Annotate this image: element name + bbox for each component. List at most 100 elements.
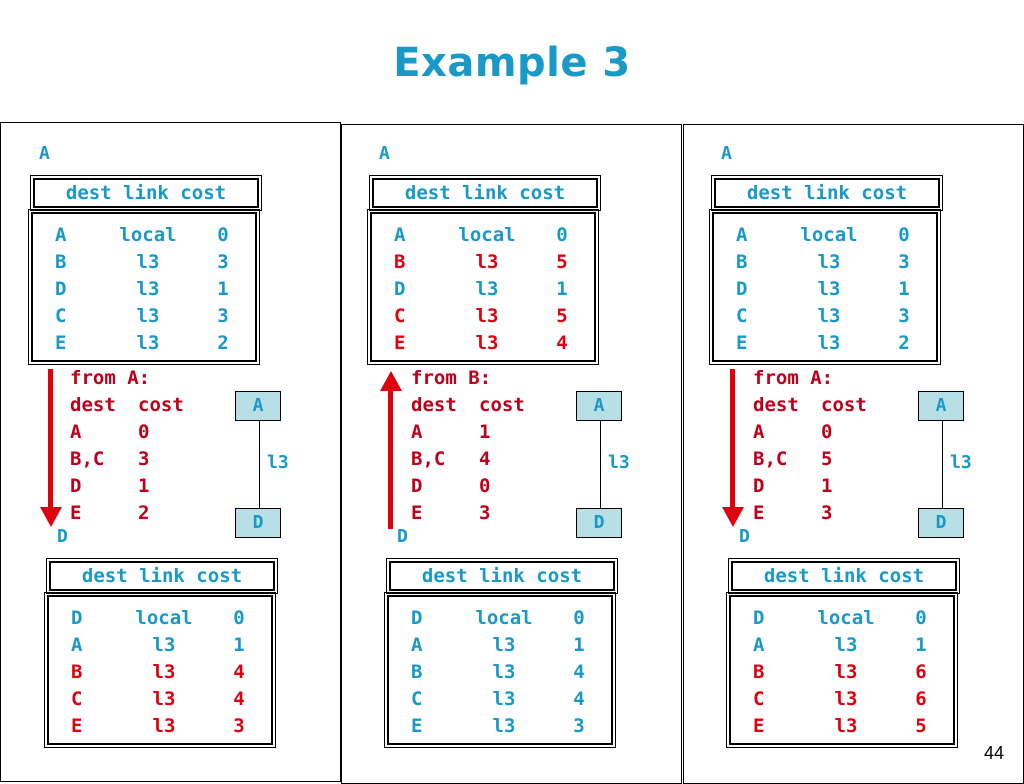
dest-cell: E [753,715,765,737]
dest-cell: B [55,251,67,273]
diagram-link-line [600,421,601,508]
link-cell: local [800,224,858,246]
cost-cell: 4 [233,661,245,683]
message-dest: B,C [411,448,446,470]
message-dest: B,C [70,448,105,470]
up-arrow-icon [380,371,402,529]
cost-cell: 3 [233,715,245,737]
message-header-dest: dest [70,394,116,416]
link-cell: l3 [152,661,176,683]
link-cell: l3 [136,251,160,273]
diagram-node-top: A [235,391,281,421]
link-cell: l3 [492,634,516,656]
dest-cell: B [71,661,83,683]
cost-cell: 4 [573,661,585,683]
link-cell: l3 [475,332,499,354]
top-table-header: dest link cost [369,175,601,211]
message-dest: D [753,475,765,497]
link-cell: local [119,224,177,246]
dest-cell: C [394,305,406,327]
message-dest: A [70,421,82,443]
dest-cell: D [411,607,423,629]
cost-cell: 1 [556,278,568,300]
cost-cell: 0 [233,607,245,629]
message-cost: 5 [821,448,833,470]
message-from: from A: [753,367,834,389]
dest-cell: E [411,715,423,737]
message-cost: 3 [479,502,491,524]
message-header-dest: dest [753,394,799,416]
cost-cell: 3 [217,305,229,327]
link-cell: l3 [492,688,516,710]
dest-cell: C [71,688,83,710]
dest-cell: B [753,661,765,683]
dest-cell: D [394,278,406,300]
diagram-link-label: l3 [267,452,289,473]
link-cell: l3 [152,688,176,710]
link-cell: l3 [152,634,176,656]
dest-cell: E [71,715,83,737]
cost-cell: 2 [217,332,229,354]
link-cell: l3 [136,305,160,327]
cost-cell: 4 [556,332,568,354]
link-cell: l3 [136,332,160,354]
diagram-node-top: A [576,391,622,421]
message-dest: E [753,502,765,524]
bottom-node-label: D [739,526,750,547]
diagram-node-top: A [918,391,964,421]
dest-cell: B [394,251,406,273]
dest-cell: D [753,607,765,629]
message-cost: 1 [821,475,833,497]
cost-cell: 1 [898,278,910,300]
message-from: from A: [70,367,151,389]
cost-cell: 0 [898,224,910,246]
dest-cell: A [736,224,748,246]
link-cell: l3 [834,661,858,683]
cost-cell: 6 [915,661,927,683]
message-dest: A [753,421,765,443]
message-dest: E [411,502,423,524]
link-cell: l3 [834,715,858,737]
cost-cell: 3 [573,715,585,737]
message-header-dest: dest [411,394,457,416]
dest-cell: C [736,305,748,327]
link-cell: l3 [136,278,160,300]
cost-cell: 1 [233,634,245,656]
dest-cell: D [55,278,67,300]
top-table-header: dest link cost [711,175,943,211]
link-cell: local [817,607,875,629]
cost-cell: 1 [217,278,229,300]
link-cell: l3 [152,715,176,737]
top-node-label: A [379,143,390,164]
cost-cell: 0 [915,607,927,629]
